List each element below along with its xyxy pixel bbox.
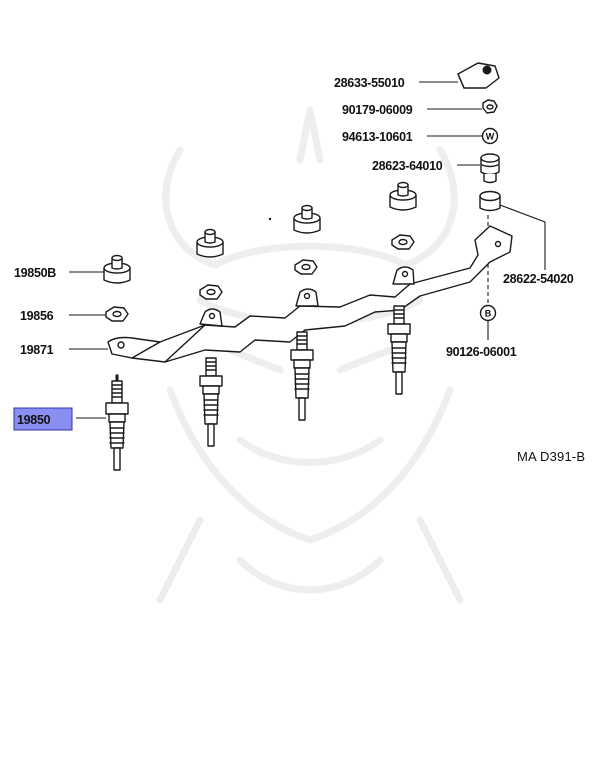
- label-90126-06001[interactable]: 90126-06001: [446, 345, 517, 359]
- washer-symbol: W: [486, 132, 495, 142]
- glow-plug-19850-4[interactable]: [387, 305, 411, 395]
- nut-19856-left[interactable]: [105, 306, 129, 322]
- label-19850b[interactable]: 19850B: [14, 266, 57, 280]
- insulator-19850b-2[interactable]: [196, 228, 224, 258]
- label-28623-64010[interactable]: 28623-64010: [372, 159, 443, 173]
- nut-19856-3[interactable]: [294, 259, 318, 275]
- bolt-90126-06001[interactable]: B: [479, 304, 497, 322]
- highlighted-part-box: [13, 407, 73, 431]
- bracket-28633-55010[interactable]: [457, 62, 500, 89]
- label-19850[interactable]: 19850: [17, 413, 51, 427]
- nut-90179-06009[interactable]: [482, 99, 498, 114]
- speck: [268, 217, 272, 221]
- glow-plug-19850-2[interactable]: [199, 357, 223, 447]
- label-19871[interactable]: 19871: [20, 343, 54, 357]
- diagram-reference: MA D391-B: [517, 449, 585, 464]
- glow-plug-19850-left[interactable]: [105, 374, 129, 471]
- insulator-28623-64010[interactable]: [480, 153, 500, 184]
- label-94613-10601[interactable]: 94613-10601: [342, 130, 413, 144]
- bolt-symbol: B: [485, 309, 492, 319]
- nut-19856-2[interactable]: [199, 284, 223, 300]
- samurai-mask-icon: [156, 106, 464, 604]
- nut-19856-4[interactable]: [391, 234, 415, 250]
- insulator-19850b-4[interactable]: [389, 181, 417, 211]
- glow-plug-19850-3[interactable]: [290, 331, 314, 421]
- bushing[interactable]: [479, 190, 501, 212]
- insulator-19850b-left[interactable]: [103, 254, 131, 284]
- glow-plug-connector-bar-19871[interactable]: [107, 225, 513, 363]
- washer-94613-10601[interactable]: W: [481, 127, 499, 145]
- leader-lines: [69, 81, 546, 419]
- label-28633-55010[interactable]: 28633-55010: [334, 76, 405, 90]
- insulator-19850b-3[interactable]: [293, 204, 321, 234]
- label-19856[interactable]: 19856: [20, 309, 54, 323]
- label-90179-06009[interactable]: 90179-06009: [342, 103, 413, 117]
- label-28622-54020[interactable]: 28622-54020: [503, 272, 574, 286]
